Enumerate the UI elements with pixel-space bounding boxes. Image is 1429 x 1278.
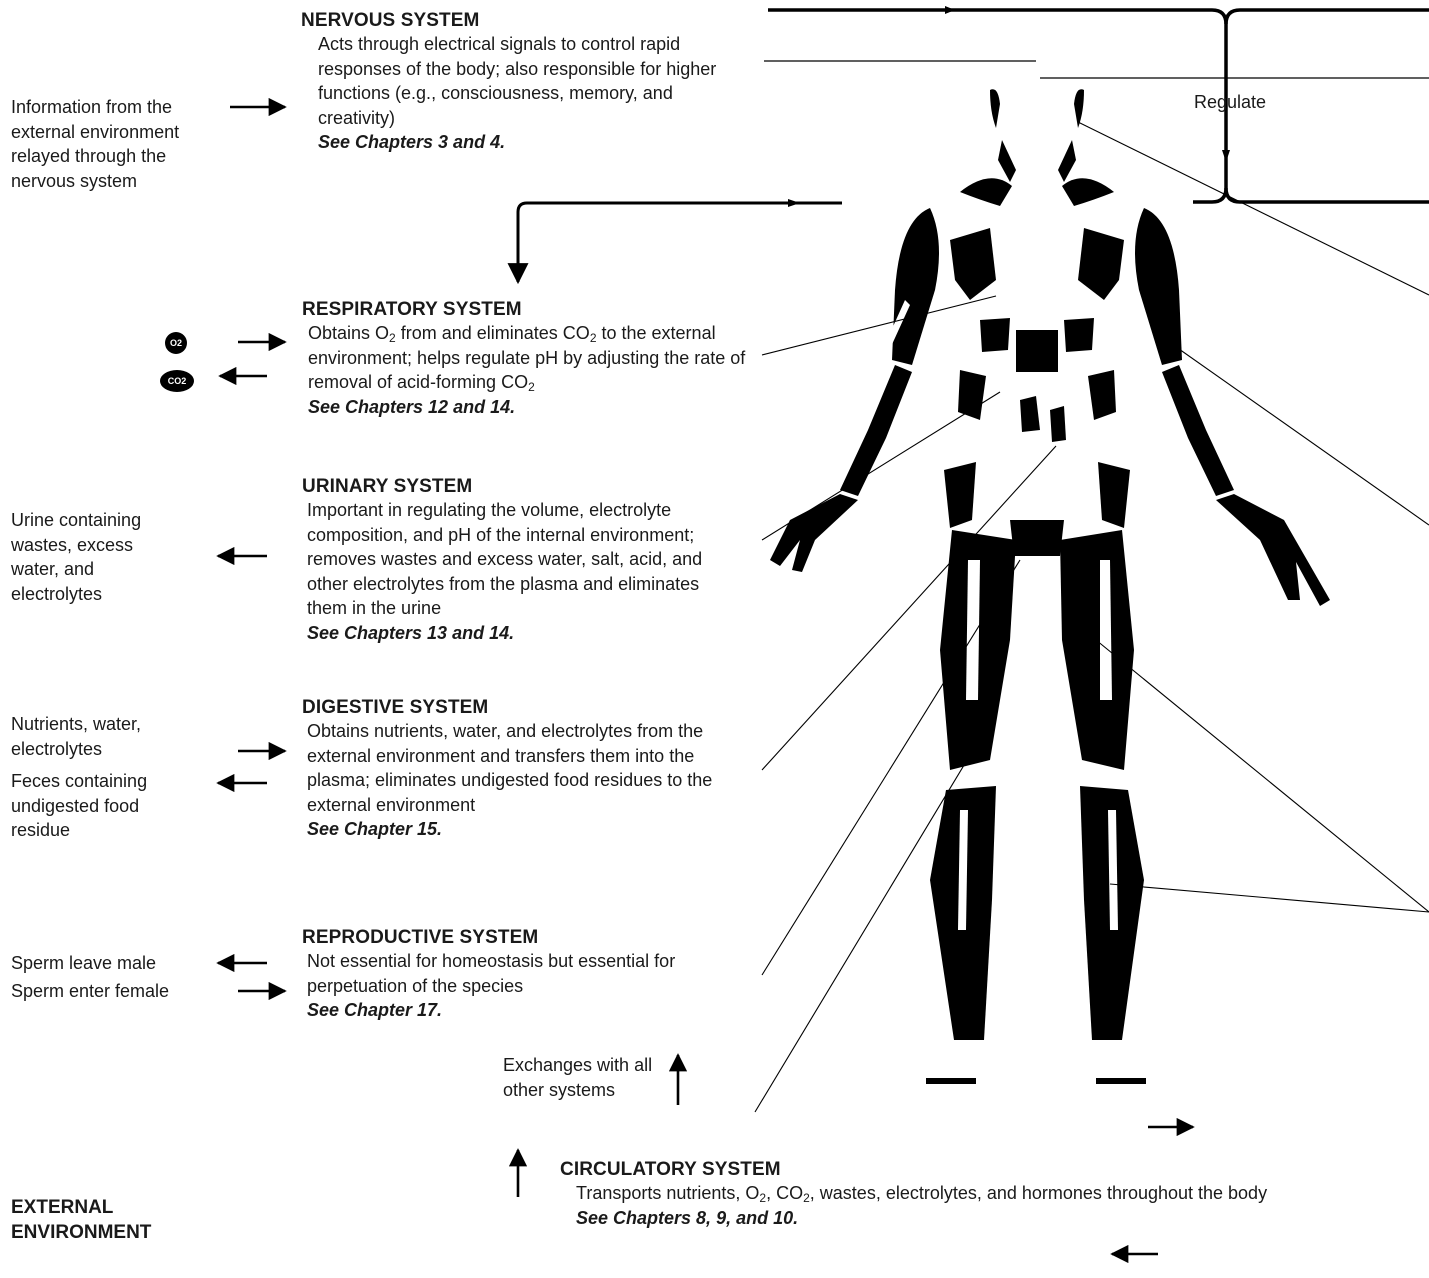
feces-note: Feces containing undigested food residue — [11, 769, 181, 843]
circulatory-system-title: CIRCULATORY SYSTEM — [560, 1159, 1360, 1181]
urinary-system-desc: Important in regulating the volume, elec… — [307, 498, 735, 621]
regulate-label: Regulate — [1194, 90, 1266, 115]
respiratory-desc-part-1: Obtains O — [308, 323, 389, 343]
exchanges-note: Exchanges with all other systems — [503, 1053, 663, 1102]
urinary-system-title: URINARY SYSTEM — [302, 476, 742, 498]
external-info-note: Information from the external environmen… — [11, 95, 201, 193]
nervous-system-title: NERVOUS SYSTEM — [301, 10, 741, 32]
co2-molecule-icon: CO2 — [160, 370, 194, 392]
nutrients-note: Nutrients, water, electrolytes — [11, 712, 171, 761]
respiratory-desc-sub-2: 2 — [590, 331, 597, 345]
reproductive-system-block: REPRODUCTIVE SYSTEM Not essential for ho… — [302, 927, 742, 1023]
regulate-bracket — [764, 6, 1429, 202]
o2-molecule-icon: O2 — [165, 332, 187, 354]
urine-note: Urine containing wastes, excess water, a… — [11, 508, 171, 606]
arrow-nervous-to-respiratory — [518, 203, 842, 282]
nervous-system-desc: Acts through electrical signals to contr… — [318, 32, 733, 130]
respiratory-system-block: RESPIRATORY SYSTEM Obtains O2 from and e… — [302, 299, 762, 419]
nervous-system-block: NERVOUS SYSTEM Acts through electrical s… — [301, 10, 741, 155]
circulatory-desc-part-1: Transports nutrients, O — [576, 1183, 759, 1203]
circulatory-desc-part-2: , CO — [766, 1183, 803, 1203]
urinary-system-block: URINARY SYSTEM Important in regulating t… — [302, 476, 742, 645]
digestive-system-desc: Obtains nutrients, water, and electrolyt… — [307, 719, 732, 817]
circulatory-desc-sub-2: 2 — [803, 1191, 810, 1205]
nervous-system-ref: See Chapters 3 and 4. — [318, 130, 741, 155]
external-environment-label: EXTERNAL ENVIRONMENT — [11, 1196, 181, 1245]
respiratory-desc-sub-3: 2 — [528, 380, 535, 394]
reproductive-system-title: REPRODUCTIVE SYSTEM — [302, 927, 742, 949]
sperm-leave-note: Sperm leave male — [11, 951, 211, 976]
circulatory-system-block: CIRCULATORY SYSTEM Transports nutrients,… — [560, 1159, 1360, 1230]
human-body-figure — [770, 89, 1330, 1084]
respiratory-system-title: RESPIRATORY SYSTEM — [302, 299, 762, 321]
circulatory-system-desc: Transports nutrients, O2, CO2, wastes, e… — [576, 1181, 1360, 1206]
respiratory-system-desc: Obtains O2 from and eliminates CO2 to th… — [308, 321, 760, 395]
urinary-system-ref: See Chapters 13 and 14. — [307, 621, 742, 646]
circulatory-system-ref: See Chapters 8, 9, and 10. — [576, 1206, 1360, 1231]
respiratory-desc-part-2: from and eliminates CO — [396, 323, 590, 343]
circulatory-desc-part-3: , wastes, electrolytes, and hormones thr… — [810, 1183, 1267, 1203]
sperm-enter-note: Sperm enter female — [11, 979, 211, 1004]
respiratory-system-ref: See Chapters 12 and 14. — [308, 395, 762, 420]
reproductive-system-ref: See Chapter 17. — [307, 998, 742, 1023]
flow-arrows — [218, 107, 1193, 1254]
respiratory-desc-sub-1: 2 — [389, 331, 396, 345]
digestive-system-title: DIGESTIVE SYSTEM — [302, 697, 742, 719]
digestive-system-ref: See Chapter 15. — [307, 817, 742, 842]
reproductive-system-desc: Not essential for homeostasis but essent… — [307, 949, 722, 998]
digestive-system-block: DIGESTIVE SYSTEM Obtains nutrients, wate… — [302, 697, 742, 842]
